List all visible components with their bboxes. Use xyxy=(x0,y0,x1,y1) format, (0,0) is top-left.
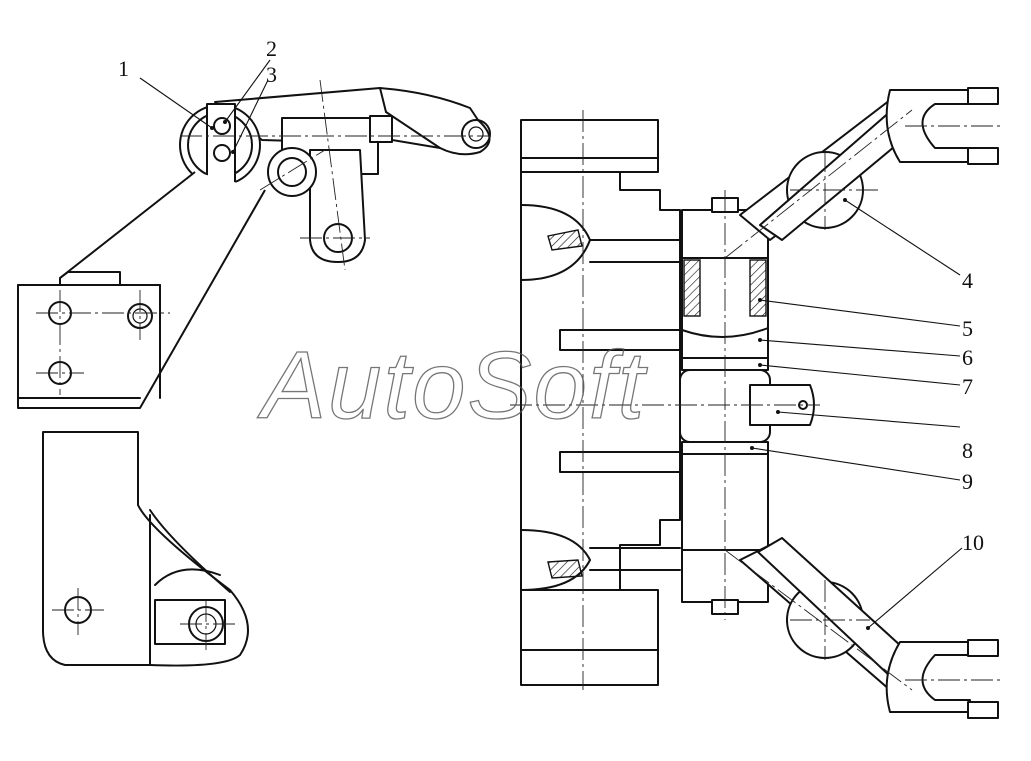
watermark-text: AutoSoft xyxy=(257,332,648,439)
callout-1: 1 xyxy=(118,56,129,81)
callout-2: 2 xyxy=(266,36,277,61)
callout-10: 10 xyxy=(962,530,984,555)
callout-9: 9 xyxy=(962,469,973,494)
callout-8: 8 xyxy=(962,438,973,463)
main-section-assembly xyxy=(510,87,1000,719)
callout-labels: 1 2 3 4 5 6 7 8 9 10 xyxy=(118,36,984,555)
leader-lines xyxy=(139,59,963,630)
upper-bracket-assembly xyxy=(17,79,491,409)
callout-5: 5 xyxy=(962,316,973,341)
callout-7: 7 xyxy=(962,374,973,399)
lower-bracket xyxy=(42,431,249,667)
callout-6: 6 xyxy=(962,345,973,370)
callout-4: 4 xyxy=(962,268,973,293)
callout-3: 3 xyxy=(266,62,277,87)
